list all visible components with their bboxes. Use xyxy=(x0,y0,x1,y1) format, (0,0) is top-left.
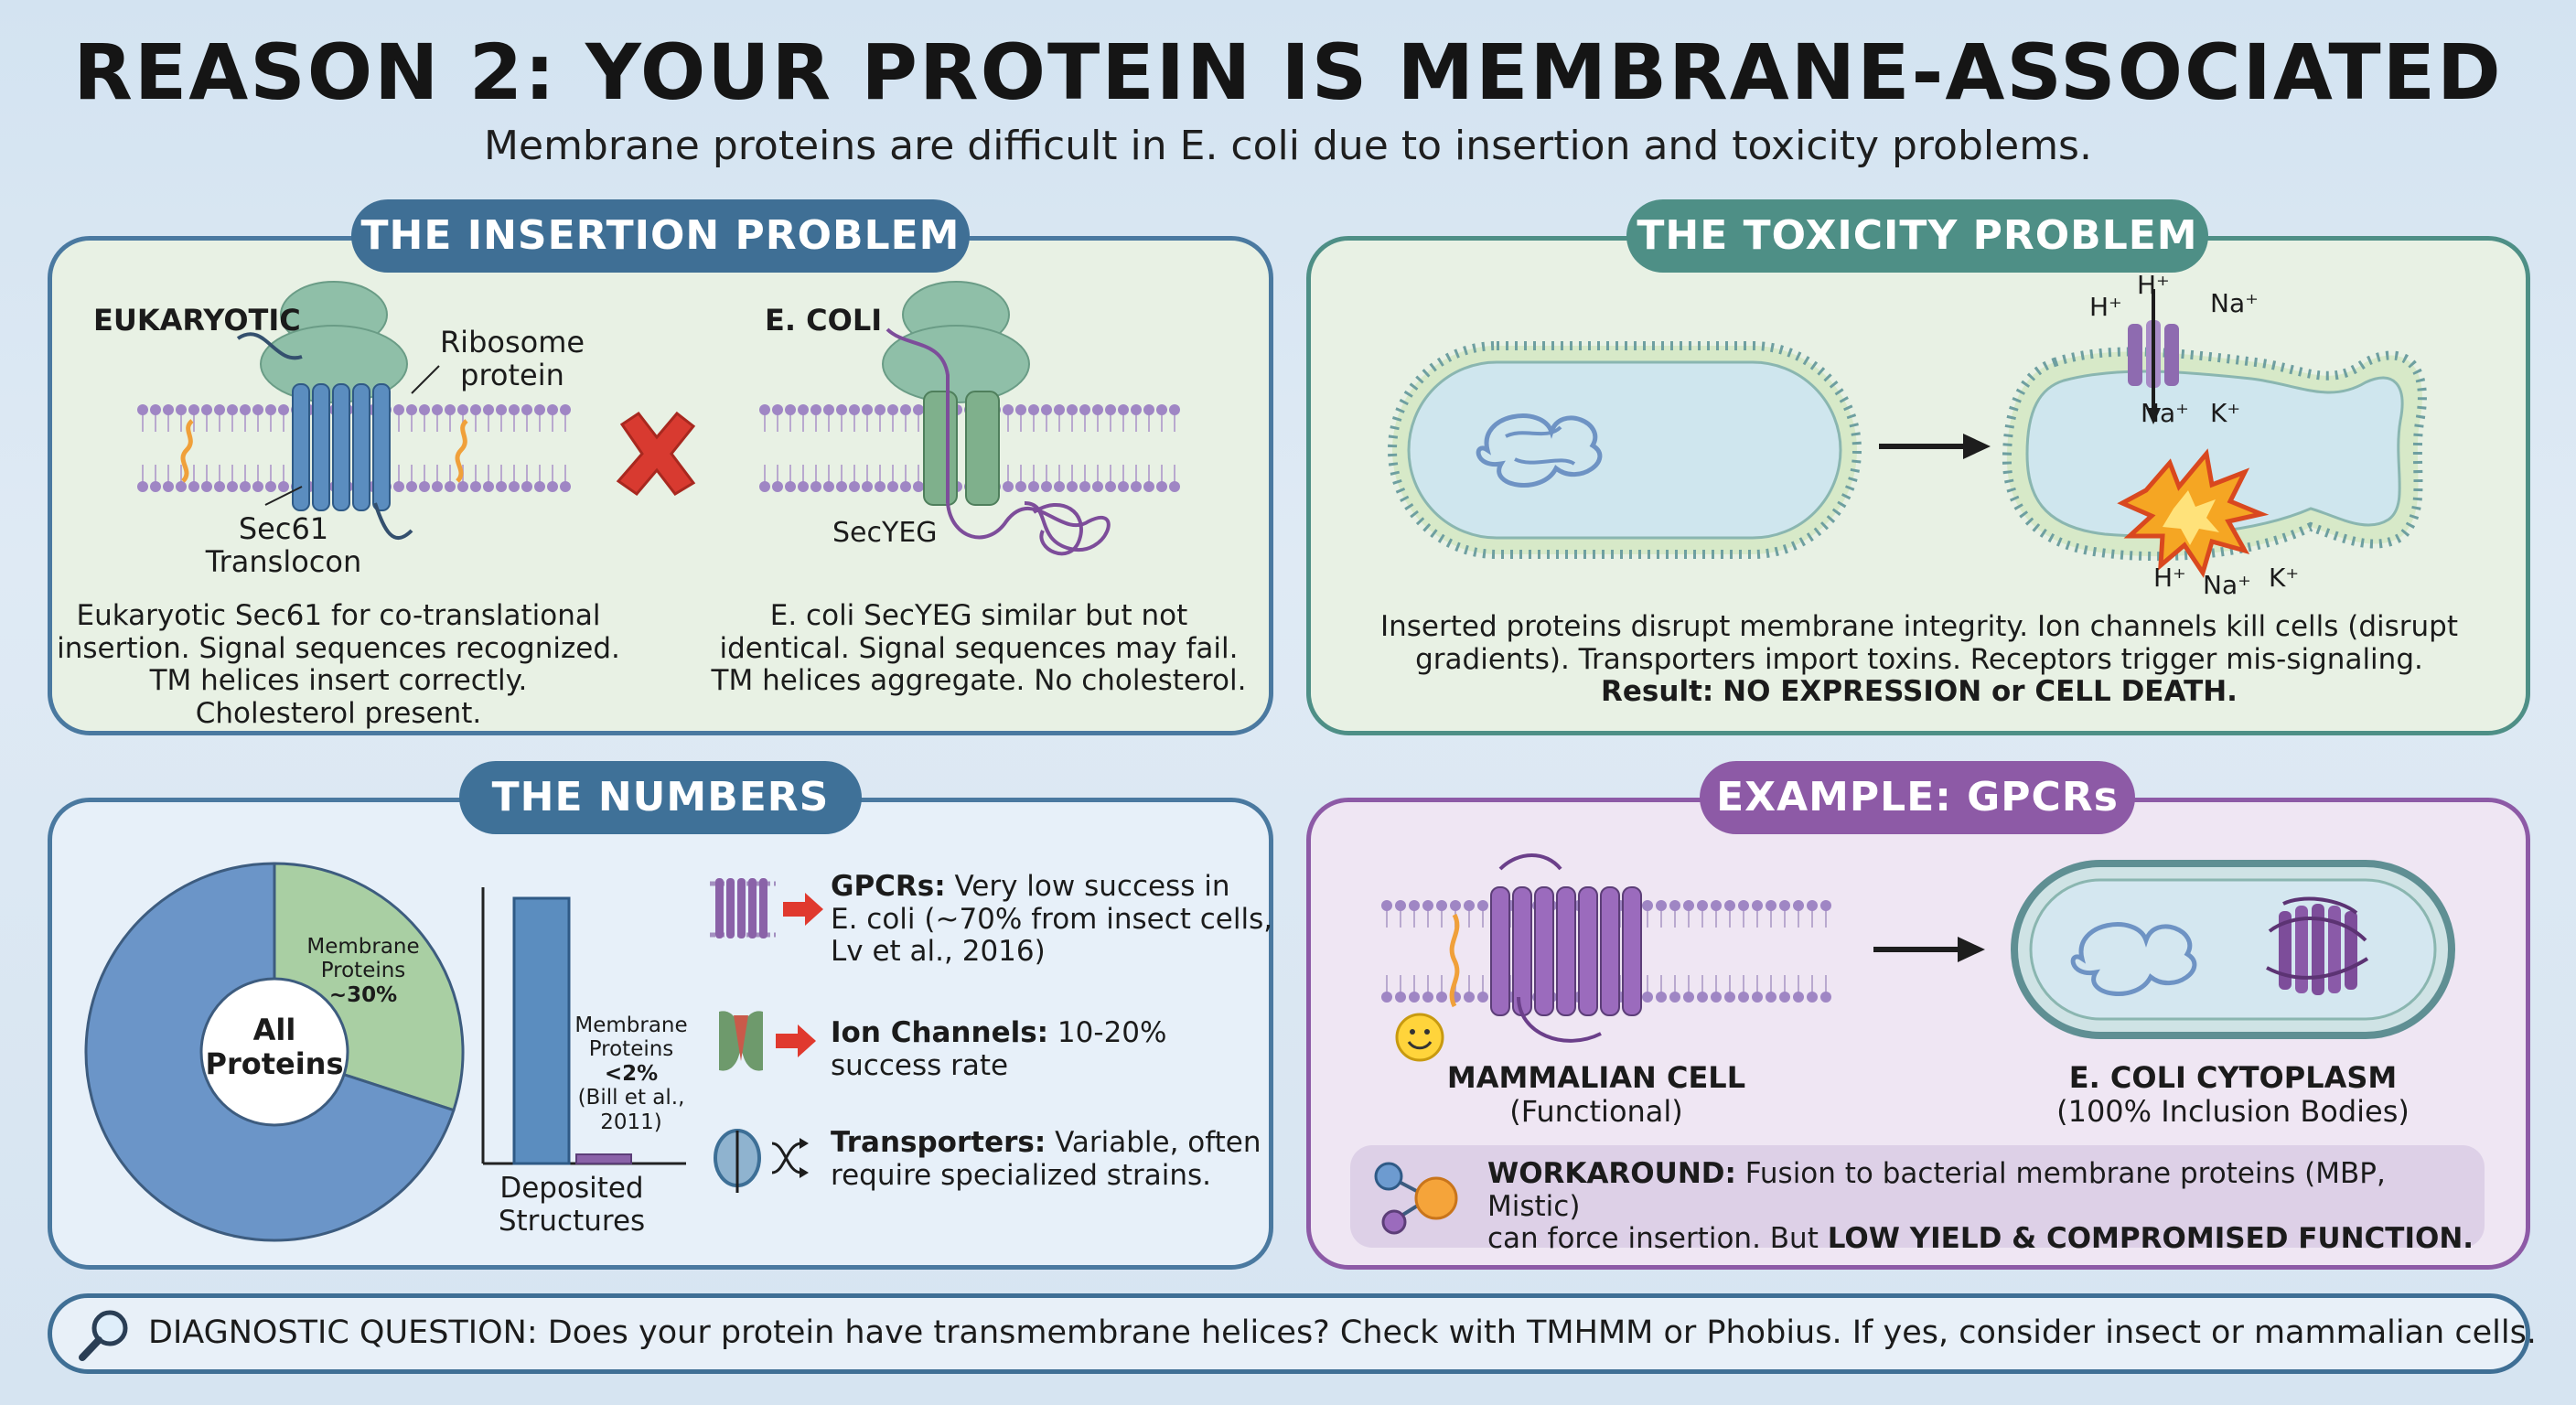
healthy-cell-diagram xyxy=(1388,341,1862,559)
translocon-label: Translocon xyxy=(205,544,362,579)
incompatible-cross-icon xyxy=(616,411,696,497)
ribosome-label: Ribosome xyxy=(439,325,585,359)
page-title: REASON 2: YOUR PROTEIN IS MEMBRANE-ASSOC… xyxy=(73,27,2503,117)
ion-channel-stat: Ion Channels: 10-20% success rate xyxy=(831,1016,1167,1082)
deposited-structures-bar-chart xyxy=(481,887,686,1165)
ion-label-h-left: H⁺ xyxy=(2089,292,2122,322)
page-subtitle: Membrane proteins are difficult in E. co… xyxy=(484,123,2092,169)
bar-membrane-structures xyxy=(575,1153,632,1164)
sec61-label: Sec61 xyxy=(238,511,329,546)
magnifier-icon xyxy=(79,1310,128,1361)
ion-channel-icon xyxy=(2128,289,2179,424)
smiley-icon xyxy=(1395,1013,1444,1062)
ecoli-label: E. COLI xyxy=(765,303,883,338)
toxicity-header: THE TOXICITY PROBLEM xyxy=(1626,199,2208,273)
example-header: EXAMPLE: GPCRs xyxy=(1700,761,2135,834)
secyeg-label: SecYEG xyxy=(832,517,938,549)
ion-label-h-bottom: H⁺ xyxy=(2153,563,2186,593)
fusion-icon xyxy=(1374,1162,1458,1235)
numbers-header: THE NUMBERS xyxy=(459,761,862,834)
bar-all-structures xyxy=(512,896,571,1165)
ecoli-description: E. coli SecYEG similar but not identical… xyxy=(711,599,1247,698)
ion-label-na-top: Na⁺ xyxy=(2210,288,2259,318)
pie-center-label: All Proteins xyxy=(205,1013,344,1081)
explosion-icon xyxy=(2117,448,2270,578)
diagnostic-bar xyxy=(48,1293,2530,1374)
pie-membrane-label: Membrane Proteins ~30% xyxy=(306,935,420,1007)
arrow-icon xyxy=(1879,434,1991,459)
ion-channel-small-icon xyxy=(719,1011,816,1071)
gpcr-membrane-diagram xyxy=(1381,853,1831,1043)
ecoli-membrane-diagram xyxy=(759,281,1180,556)
ecoli-cytoplasm-diagram xyxy=(2011,860,2455,1039)
ion-label-na-bottom: Na⁺ xyxy=(2203,570,2251,600)
protein-label: protein xyxy=(460,358,564,392)
gpcr-icon xyxy=(710,878,823,938)
eukaryotic-membrane-diagram xyxy=(137,281,571,540)
gpcr-stat: GPCRs: Very low success in E. coli (~70%… xyxy=(831,870,1273,969)
ion-label-k-bottom: K⁺ xyxy=(2269,563,2300,593)
mammalian-cell-label: MAMMALIAN CELL (Functional) xyxy=(1446,1060,1746,1129)
toxicity-description: Inserted proteins disrupt membrane integ… xyxy=(1379,610,2459,709)
damaged-cell-diagram xyxy=(2002,289,2427,578)
ion-label-k-mid: K⁺ xyxy=(2210,398,2241,428)
inclusion-body-icon xyxy=(2266,896,2369,995)
eukaryotic-description: Eukaryotic Sec61 for co-translational in… xyxy=(57,599,620,730)
insertion-header: THE INSERTION PROBLEM xyxy=(351,199,970,273)
ecoli-cytoplasm-label: E. COLI CYTOPLASM (100% Inclusion Bodies… xyxy=(2056,1060,2410,1129)
arrow-icon-example xyxy=(1873,937,1985,962)
diagnostic-question: DIAGNOSTIC QUESTION: Does your protein h… xyxy=(148,1314,2537,1351)
ion-label-na-mid: Na⁺ xyxy=(2141,398,2189,428)
transporter-stat: Transporters: Variable, often require sp… xyxy=(831,1126,1261,1192)
bar-axis-label: Deposited Structures xyxy=(498,1172,646,1238)
workaround-box xyxy=(1350,1145,2485,1248)
workaround-text: WORKAROUND: Fusion to bacterial membrane… xyxy=(1487,1157,2474,1256)
transporter-icon xyxy=(714,1129,809,1193)
ion-label-h-top: H⁺ xyxy=(2137,270,2170,300)
eukaryotic-label: EUKARYOTIC xyxy=(93,303,301,338)
bar-membrane-label: Membrane Proteins <2% (Bill et al., 2011… xyxy=(574,1014,688,1134)
protein-pie-chart xyxy=(84,862,465,1242)
